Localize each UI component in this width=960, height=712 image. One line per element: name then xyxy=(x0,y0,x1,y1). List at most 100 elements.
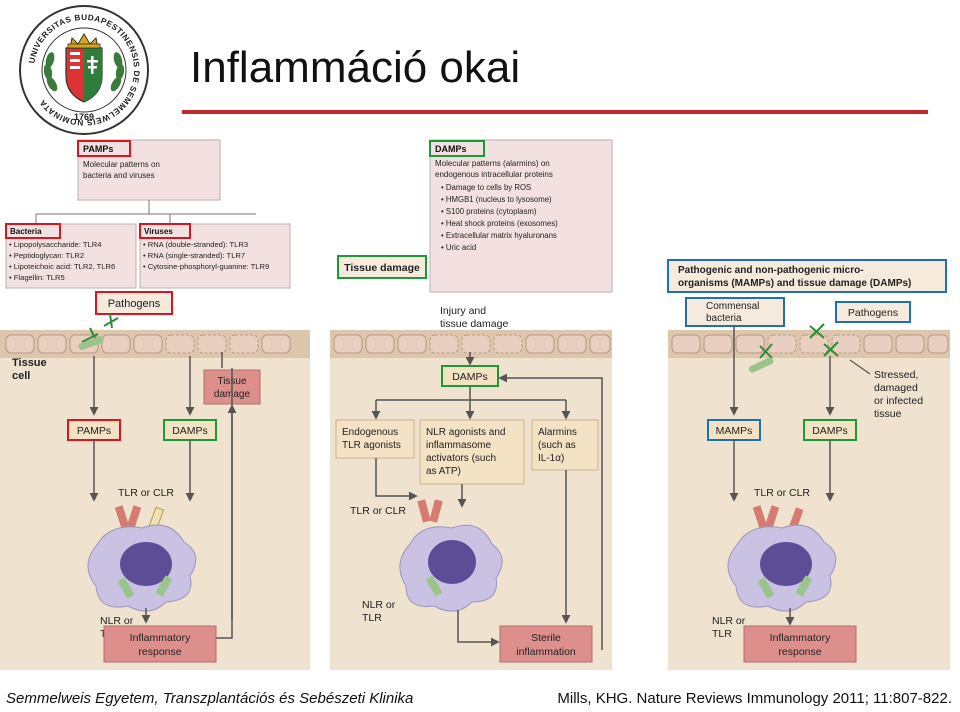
mamps-damps-header-box xyxy=(667,259,947,293)
viruses-item: • RNA (double-stranded): TLR3 xyxy=(143,240,248,249)
bacteria-item: • Lipopolysaccharide: TLR4 xyxy=(9,240,101,249)
bacteria-item: • Peptidoglycan: TLR2 xyxy=(9,251,84,260)
viruses-item: • RNA (single-stranded): TLR7 xyxy=(143,251,245,260)
endogenous-tlr-agonists-box xyxy=(335,419,415,459)
pathogens-label-box xyxy=(835,301,911,323)
pathogen-icon xyxy=(759,323,839,359)
header-line: organisms (MAMPs) and tissue damage (DAM… xyxy=(678,278,911,289)
inflammatory-response-box xyxy=(103,625,217,663)
bacteria-item: • Lipoteichoic acid: TLR2, TLR6 xyxy=(9,262,115,271)
sterile-inflammation-label: Sterile xyxy=(531,632,561,644)
damps-item: • S100 proteins (cytoplasm) xyxy=(441,207,537,216)
nlr-tlr-label: NLR or xyxy=(362,599,396,611)
panel-a: PAMPs Molecular patterns on bacteria and… xyxy=(0,139,310,670)
damps-node-label: DAMPs xyxy=(172,425,208,437)
macrophage-nucleus xyxy=(428,540,476,584)
tissue-damage-label-box xyxy=(337,255,427,279)
tlr-clr-label: TLR or CLR xyxy=(118,487,174,499)
damps-item: • Extracellular matrix hyaluronans xyxy=(441,231,557,240)
damps-item: • Heat shock proteins (exosomes) xyxy=(441,219,558,228)
damps-node-label: DAMPs xyxy=(452,371,488,383)
tlr-receptor-icon xyxy=(752,505,804,531)
macrophage-nucleus xyxy=(760,542,812,586)
seal-year: 1769 xyxy=(74,112,94,122)
tissue-damage-heading: Tissue damage xyxy=(344,262,420,274)
nlr-agonists-box xyxy=(419,419,525,485)
nlr-receptor-icon xyxy=(155,575,173,597)
damps-node-label: DAMPs xyxy=(812,425,848,437)
sterile-inflammation-box xyxy=(499,625,593,663)
tlr-receptor-icon xyxy=(417,499,443,523)
university-seal-logo: UNIVERSITAS BUDAPESTINENSIS DE SEMMELWEI… xyxy=(19,5,149,135)
nlr-agonists-label: activators (such xyxy=(426,453,496,464)
endogenous-label: TLR agonists xyxy=(342,440,401,451)
tlr-clr-label: TLR or CLR xyxy=(754,487,810,499)
slide-title: Inflammáció okai xyxy=(190,43,521,92)
panel-c: Pathogenic and non-pathogenic micro- org… xyxy=(667,259,950,670)
nlr-receptor-icon xyxy=(795,575,813,597)
endogenous-label: Endogenous xyxy=(342,427,398,438)
damps-item: • Damage to cells by ROS xyxy=(441,183,531,192)
damps-title: DAMPs xyxy=(435,144,467,154)
bacterium-icon xyxy=(78,336,104,351)
inflammatory-response-label: Inflammatory xyxy=(770,632,831,644)
panel-a-background xyxy=(0,330,310,670)
viruses-title-highlight xyxy=(139,223,191,239)
title-rule xyxy=(182,110,928,114)
commensal-label: Commensal xyxy=(706,301,759,312)
pamps-title: PAMPs xyxy=(83,144,113,154)
nlr-tlr-label: TLR xyxy=(712,628,732,640)
nlr-receptor-icon xyxy=(425,575,443,597)
bacteria-title-highlight xyxy=(5,223,61,239)
stressed-tissue-label: tissue xyxy=(874,408,902,420)
nlr-receptor-icon xyxy=(757,577,775,599)
header-line: Pathogenic and non-pathogenic micro- xyxy=(678,265,864,276)
bacteria-box xyxy=(5,223,137,289)
footer-institution: Semmelweis Egyetem, Transzplantációs és … xyxy=(6,690,414,707)
pamps-line-1: Molecular patterns on xyxy=(83,160,160,169)
nlr-tlr-label: NLR or xyxy=(100,615,134,627)
stressed-tissue-label: or infected xyxy=(874,395,923,407)
nlr-tlr-label: TLR xyxy=(362,612,382,624)
pathogens-label: Pathogens xyxy=(108,298,161,310)
tlr-clr-label: TLR or CLR xyxy=(350,505,406,517)
panel-b: DAMPs Molecular patterns (alarmins) on e… xyxy=(330,139,613,670)
pathogens-label-box xyxy=(95,291,173,315)
inflammatory-response-box xyxy=(743,625,857,663)
inflammatory-response-label: Inflammatory xyxy=(130,632,191,644)
tissue-cell-label: Tissue xyxy=(12,357,47,369)
pamps-line-2: bacteria and viruses xyxy=(83,171,155,180)
nlr-receptor-icon xyxy=(117,577,135,599)
injury-label: tissue damage xyxy=(440,318,508,330)
alarmins-label: Alarmins xyxy=(538,427,577,438)
damps-info-box xyxy=(429,139,613,293)
mamps-node-label: MAMPs xyxy=(716,425,753,437)
alarmins-label: IL-1α) xyxy=(538,453,564,464)
stressed-tissue-label: damaged xyxy=(874,382,918,394)
damps-line-1: Molecular patterns (alarmins) on xyxy=(435,159,550,168)
damps-line-2: endogenous intracellular proteins xyxy=(435,170,553,179)
injury-label: Injury and xyxy=(440,305,486,317)
pamps-title-highlight xyxy=(77,140,131,157)
pamps-node-label: PAMPs xyxy=(77,425,111,437)
sterile-inflammation-label: inflammation xyxy=(516,646,576,658)
alarmins-box xyxy=(531,419,599,471)
damps-item: • Uric acid xyxy=(441,243,476,252)
commensal-bacteria-box xyxy=(685,297,785,327)
damps-title-highlight xyxy=(429,140,485,157)
bacteria-item: • Flagellin: TLR5 xyxy=(9,273,65,282)
alarmins-label: (such as xyxy=(538,440,576,451)
inflammation-diagram: PAMPs Molecular patterns on bacteria and… xyxy=(0,139,950,670)
tlr-receptor-icon xyxy=(114,505,165,532)
macrophage-nucleus xyxy=(120,542,172,586)
viruses-title: Viruses xyxy=(144,227,173,236)
panel-c-background xyxy=(668,330,950,670)
nlr-agonists-label: inflammasome xyxy=(426,440,491,451)
pamps-info-box xyxy=(77,139,221,201)
bacteria-title: Bacteria xyxy=(10,227,42,236)
nlr-tlr-label: NLR or xyxy=(712,615,746,627)
commensal-label: bacteria xyxy=(706,313,742,324)
tissue-cell-label: cell xyxy=(12,370,30,382)
pathogens-label: Pathogens xyxy=(848,307,898,319)
inflammatory-response-label: response xyxy=(138,646,181,658)
